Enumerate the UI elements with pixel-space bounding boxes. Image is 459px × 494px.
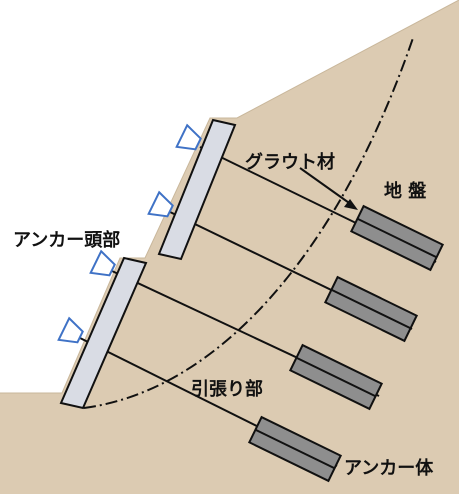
anchor-body-label: アンカー体 [344,457,434,479]
anchor-body-2 [323,275,419,343]
anchor-head-label: アンカー頭部 [13,229,120,251]
tendon-free-length-label: 引張り部 [191,378,263,400]
slip-surface-line [83,37,414,409]
anchor-body-3 [288,343,384,411]
wall-upper [157,118,237,261]
grout-label: グラウト材 [245,151,335,173]
bearing-plate-3 [89,249,116,277]
grout-leader-arrow [299,167,358,210]
bearing-plate-2 [147,190,174,218]
ground-label: 地 盤 [384,180,427,202]
slope-surface [0,0,459,394]
anchor-body-1 [349,204,445,272]
wall-lower [59,256,148,410]
retaining-walls [59,118,237,410]
bearing-plates [57,123,202,344]
anchor-bodies [247,204,445,483]
bearing-plate-1 [175,123,202,151]
bearing-plate-4 [57,316,84,344]
anchor-body-4 [247,415,343,483]
